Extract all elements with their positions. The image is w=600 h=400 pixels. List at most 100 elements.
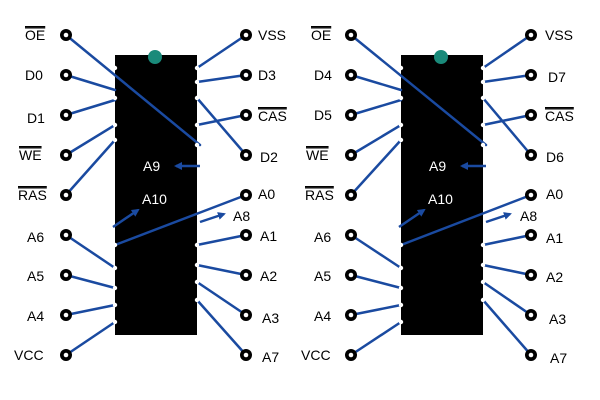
chip-2-pin-stubs bbox=[398, 65, 486, 325]
wire-a7 bbox=[481, 298, 533, 357]
wire-a0 bbox=[399, 193, 533, 247]
pin-label-a7: A7 bbox=[262, 349, 279, 365]
chip-1-right-terminals bbox=[240, 29, 252, 361]
terminal-d1 bbox=[60, 109, 72, 121]
pin-label-a1: A1 bbox=[260, 228, 277, 244]
wire-a2 bbox=[195, 263, 248, 277]
terminal-d6 bbox=[525, 149, 537, 161]
wire-vss bbox=[195, 33, 248, 70]
pin-label-we: WE bbox=[306, 147, 329, 163]
pin-label-ras: RAS bbox=[305, 187, 334, 203]
terminal-vcc bbox=[60, 349, 72, 361]
pin-label-a1: A1 bbox=[546, 230, 563, 246]
wire-d7 bbox=[481, 73, 533, 84]
terminal-oe bbox=[345, 29, 357, 41]
pin-label-a7: A7 bbox=[550, 350, 567, 366]
pin-label-cas: CAS bbox=[545, 108, 574, 124]
wire-d6 bbox=[481, 96, 533, 157]
wire-we bbox=[64, 123, 117, 157]
wire-vcc bbox=[64, 320, 117, 357]
terminal-cas bbox=[240, 109, 252, 121]
terminal-a2 bbox=[240, 269, 252, 281]
terminal-vss bbox=[525, 29, 537, 41]
terminal-vcc bbox=[345, 349, 357, 361]
terminal-a1 bbox=[525, 229, 537, 241]
wire-a2 bbox=[481, 263, 533, 277]
chip-1: A9 A10 OE D0 D1 W bbox=[14, 27, 287, 365]
wire-d3 bbox=[195, 73, 248, 84]
terminal-a1 bbox=[240, 229, 252, 241]
chip-2-left-terminals bbox=[345, 29, 357, 361]
wire-vss bbox=[481, 33, 533, 70]
wire-d2 bbox=[195, 96, 248, 157]
pin-label-a5: A5 bbox=[27, 268, 44, 284]
pin-label-d5: D5 bbox=[314, 107, 332, 123]
pin-label-d6: D6 bbox=[546, 149, 564, 165]
wire-a0 bbox=[113, 193, 248, 247]
pin-label-vss: VSS bbox=[258, 27, 286, 43]
wire-a1 bbox=[195, 233, 248, 247]
pin-label-oe: OE bbox=[25, 27, 45, 43]
terminal-a5 bbox=[60, 269, 72, 281]
pin-label-a5: A5 bbox=[314, 268, 331, 284]
chip-1-body bbox=[115, 55, 197, 335]
wire-d0 bbox=[64, 73, 117, 92]
chip-2-label-a10: A10 bbox=[428, 191, 453, 207]
wire-d1 bbox=[64, 98, 117, 117]
pin-label-a8: A8 bbox=[233, 208, 250, 224]
pin-label-d7: D7 bbox=[548, 69, 566, 85]
terminal-a2 bbox=[525, 269, 537, 281]
wire-oe bbox=[349, 33, 488, 147]
terminal-d2 bbox=[240, 149, 252, 161]
terminal-d3 bbox=[240, 69, 252, 81]
wire-vcc bbox=[349, 320, 403, 357]
wire-oe bbox=[64, 33, 202, 147]
terminal-a5 bbox=[345, 269, 357, 281]
pin-label-d0: D0 bbox=[25, 67, 43, 83]
chip-1-arrows bbox=[112, 162, 226, 229]
wire-ras bbox=[349, 138, 403, 197]
pin-label-vss: VSS bbox=[545, 27, 573, 43]
chip-2: A9 A10 OE D4 D5 WE RAS A bbox=[301, 27, 574, 366]
terminal-a6 bbox=[345, 229, 357, 241]
pin-label-a2: A2 bbox=[546, 269, 563, 285]
wire-a3 bbox=[481, 280, 533, 317]
pin-label-oe: OE bbox=[311, 27, 331, 43]
terminal-d5 bbox=[345, 109, 357, 121]
wire-ras bbox=[64, 138, 117, 197]
wire-we bbox=[349, 123, 403, 157]
chip-1-pin-stubs bbox=[112, 65, 200, 325]
chip-1-wires bbox=[64, 33, 248, 357]
terminal-a0 bbox=[240, 189, 252, 201]
wire-a6 bbox=[349, 233, 403, 270]
chip-1-left-terminals bbox=[60, 29, 72, 361]
pin-label-a3: A3 bbox=[549, 311, 566, 327]
arrow-a8 bbox=[199, 212, 226, 224]
pin-label-vcc: VCC bbox=[14, 347, 44, 363]
chip-2-wires bbox=[349, 33, 533, 357]
wire-a1 bbox=[481, 233, 533, 247]
chip-1-label-a10: A10 bbox=[142, 191, 167, 207]
pin-label-a6: A6 bbox=[27, 229, 44, 245]
pin-label-a3: A3 bbox=[262, 310, 279, 326]
terminal-a7 bbox=[240, 349, 252, 361]
chip-1-label-a9: A9 bbox=[143, 158, 160, 174]
terminal-ras bbox=[345, 189, 357, 201]
pin-label-d2: D2 bbox=[260, 149, 278, 165]
chip-1-notch bbox=[148, 50, 162, 64]
wire-d5 bbox=[349, 98, 403, 117]
terminal-oe bbox=[60, 29, 72, 41]
terminal-a3 bbox=[525, 309, 537, 321]
pin-label-a6: A6 bbox=[314, 229, 331, 245]
arrow-a8 bbox=[485, 212, 512, 224]
chip-2-body bbox=[401, 55, 483, 335]
terminal-a6 bbox=[60, 229, 72, 241]
terminal-cas bbox=[525, 109, 537, 121]
terminal-a0 bbox=[525, 189, 537, 201]
pin-label-we: WE bbox=[19, 147, 42, 163]
terminal-a3 bbox=[240, 309, 252, 321]
wire-a3 bbox=[195, 280, 248, 317]
wire-cas bbox=[481, 113, 533, 127]
wire-a4 bbox=[349, 303, 403, 317]
